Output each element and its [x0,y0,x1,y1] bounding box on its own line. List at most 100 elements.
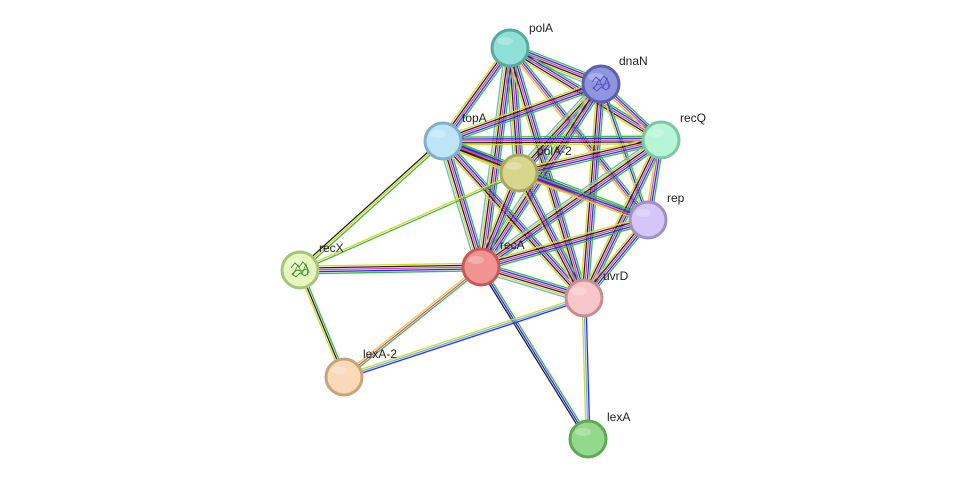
edge-line [583,139,662,299]
node-circle[interactable] [641,120,681,160]
edge-line [511,45,651,219]
edge-line [518,137,661,172]
node-circle[interactable] [324,357,364,397]
edge-topA-recQ [442,135,662,146]
edge-recA-recX [299,262,482,275]
edge-line [300,270,482,275]
node-lexA[interactable]: lexA [568,410,630,459]
edge-line [344,267,483,379]
edge-line [521,170,588,297]
edge-line [446,139,487,266]
edge-line [519,141,662,176]
edge-line [443,141,662,144]
edge-line [518,172,585,299]
node-circle[interactable] [628,200,668,240]
node-highlight [468,256,484,264]
node-label: recQ [680,111,706,125]
edge-line [443,140,483,267]
edge-line [444,136,650,218]
edge-polA-2-rep [517,169,650,224]
node-dnaN[interactable]: dnaN [581,54,648,104]
edge-line [480,266,589,440]
node-highlight [506,162,522,170]
edge-line [510,46,650,220]
structure-trace [292,262,309,276]
edge-line [509,47,585,299]
edge-line [439,141,479,269]
node-circle[interactable] [564,278,604,318]
edge-line [508,48,648,222]
edge-line [443,139,586,298]
node-label: topA [462,111,487,125]
edge-line [485,48,516,268]
edge-dnaN-topA [441,79,603,146]
edge-line [442,137,661,140]
node-circle[interactable] [568,419,608,459]
edge-line [586,141,666,300]
edge-line [579,83,598,298]
node-rep[interactable]: rep [628,191,685,240]
edge-line [442,139,662,142]
edge-recQ-uvrD [579,138,666,300]
edge-line [299,264,481,269]
edge-line [439,143,582,301]
edge-recA-lexA [478,265,591,441]
edge-line [507,49,647,223]
edge-line [518,173,648,222]
edge-line [482,265,591,439]
edge-recA-lexA-2 [342,265,483,379]
nodes-layer: polA dnaN topA recQ polA-2 rep recX recA uvrD lex… [280,21,706,459]
edge-line [442,140,585,299]
edge-line [481,140,662,269]
node-recX[interactable]: recX [280,241,344,290]
node-circle[interactable] [461,247,501,287]
edge-line [442,83,602,142]
edge-line [482,141,664,270]
edge-line [585,297,591,439]
edge-line [515,80,598,171]
edge-topA-recX [298,139,445,272]
edge-line [445,139,485,267]
edge-line [480,138,661,267]
node-circle[interactable] [423,121,463,161]
node-recQ[interactable]: recQ [641,111,706,160]
edge-line [300,268,482,273]
node-highlight [497,37,513,45]
node-circle[interactable] [490,28,530,68]
node-label: polA [529,21,553,35]
node-recA[interactable]: recA [461,238,525,287]
edge-line [300,173,520,272]
node-label: dnaN [619,54,648,68]
edge-line [583,83,602,299]
edge-polA-2-recX [299,171,520,272]
node-highlight [571,287,587,295]
edge-uvrD-lexA [581,297,591,440]
node-polA-2[interactable]: polA-2 [499,144,572,193]
edge-rep-recA [479,215,650,272]
node-highlight [430,130,446,138]
node-circle[interactable] [499,153,539,193]
edge-line [581,138,660,298]
edge-line [516,81,600,172]
edge-line [441,79,600,139]
node-uvrD[interactable]: uvrD [564,269,629,318]
edge-line [298,139,443,270]
edge-line [299,140,444,271]
edge-line [443,85,602,144]
protein-structure-icon [290,261,310,278]
edge-topA-uvrD [439,138,588,301]
node-topA[interactable]: topA [423,111,487,161]
node-highlight [575,428,591,436]
node-lexA-2[interactable]: lexA-2 [324,347,397,397]
edge-line [480,217,648,266]
node-polA[interactable]: polA [490,21,553,68]
node-label: uvrD [603,269,629,283]
edge-line [479,215,648,264]
edge-topA-recA [437,139,487,269]
edge-line [517,175,648,224]
edge-line [519,169,650,218]
node-label: recX [319,241,344,255]
edge-line [481,84,603,268]
edge-line [481,221,649,270]
